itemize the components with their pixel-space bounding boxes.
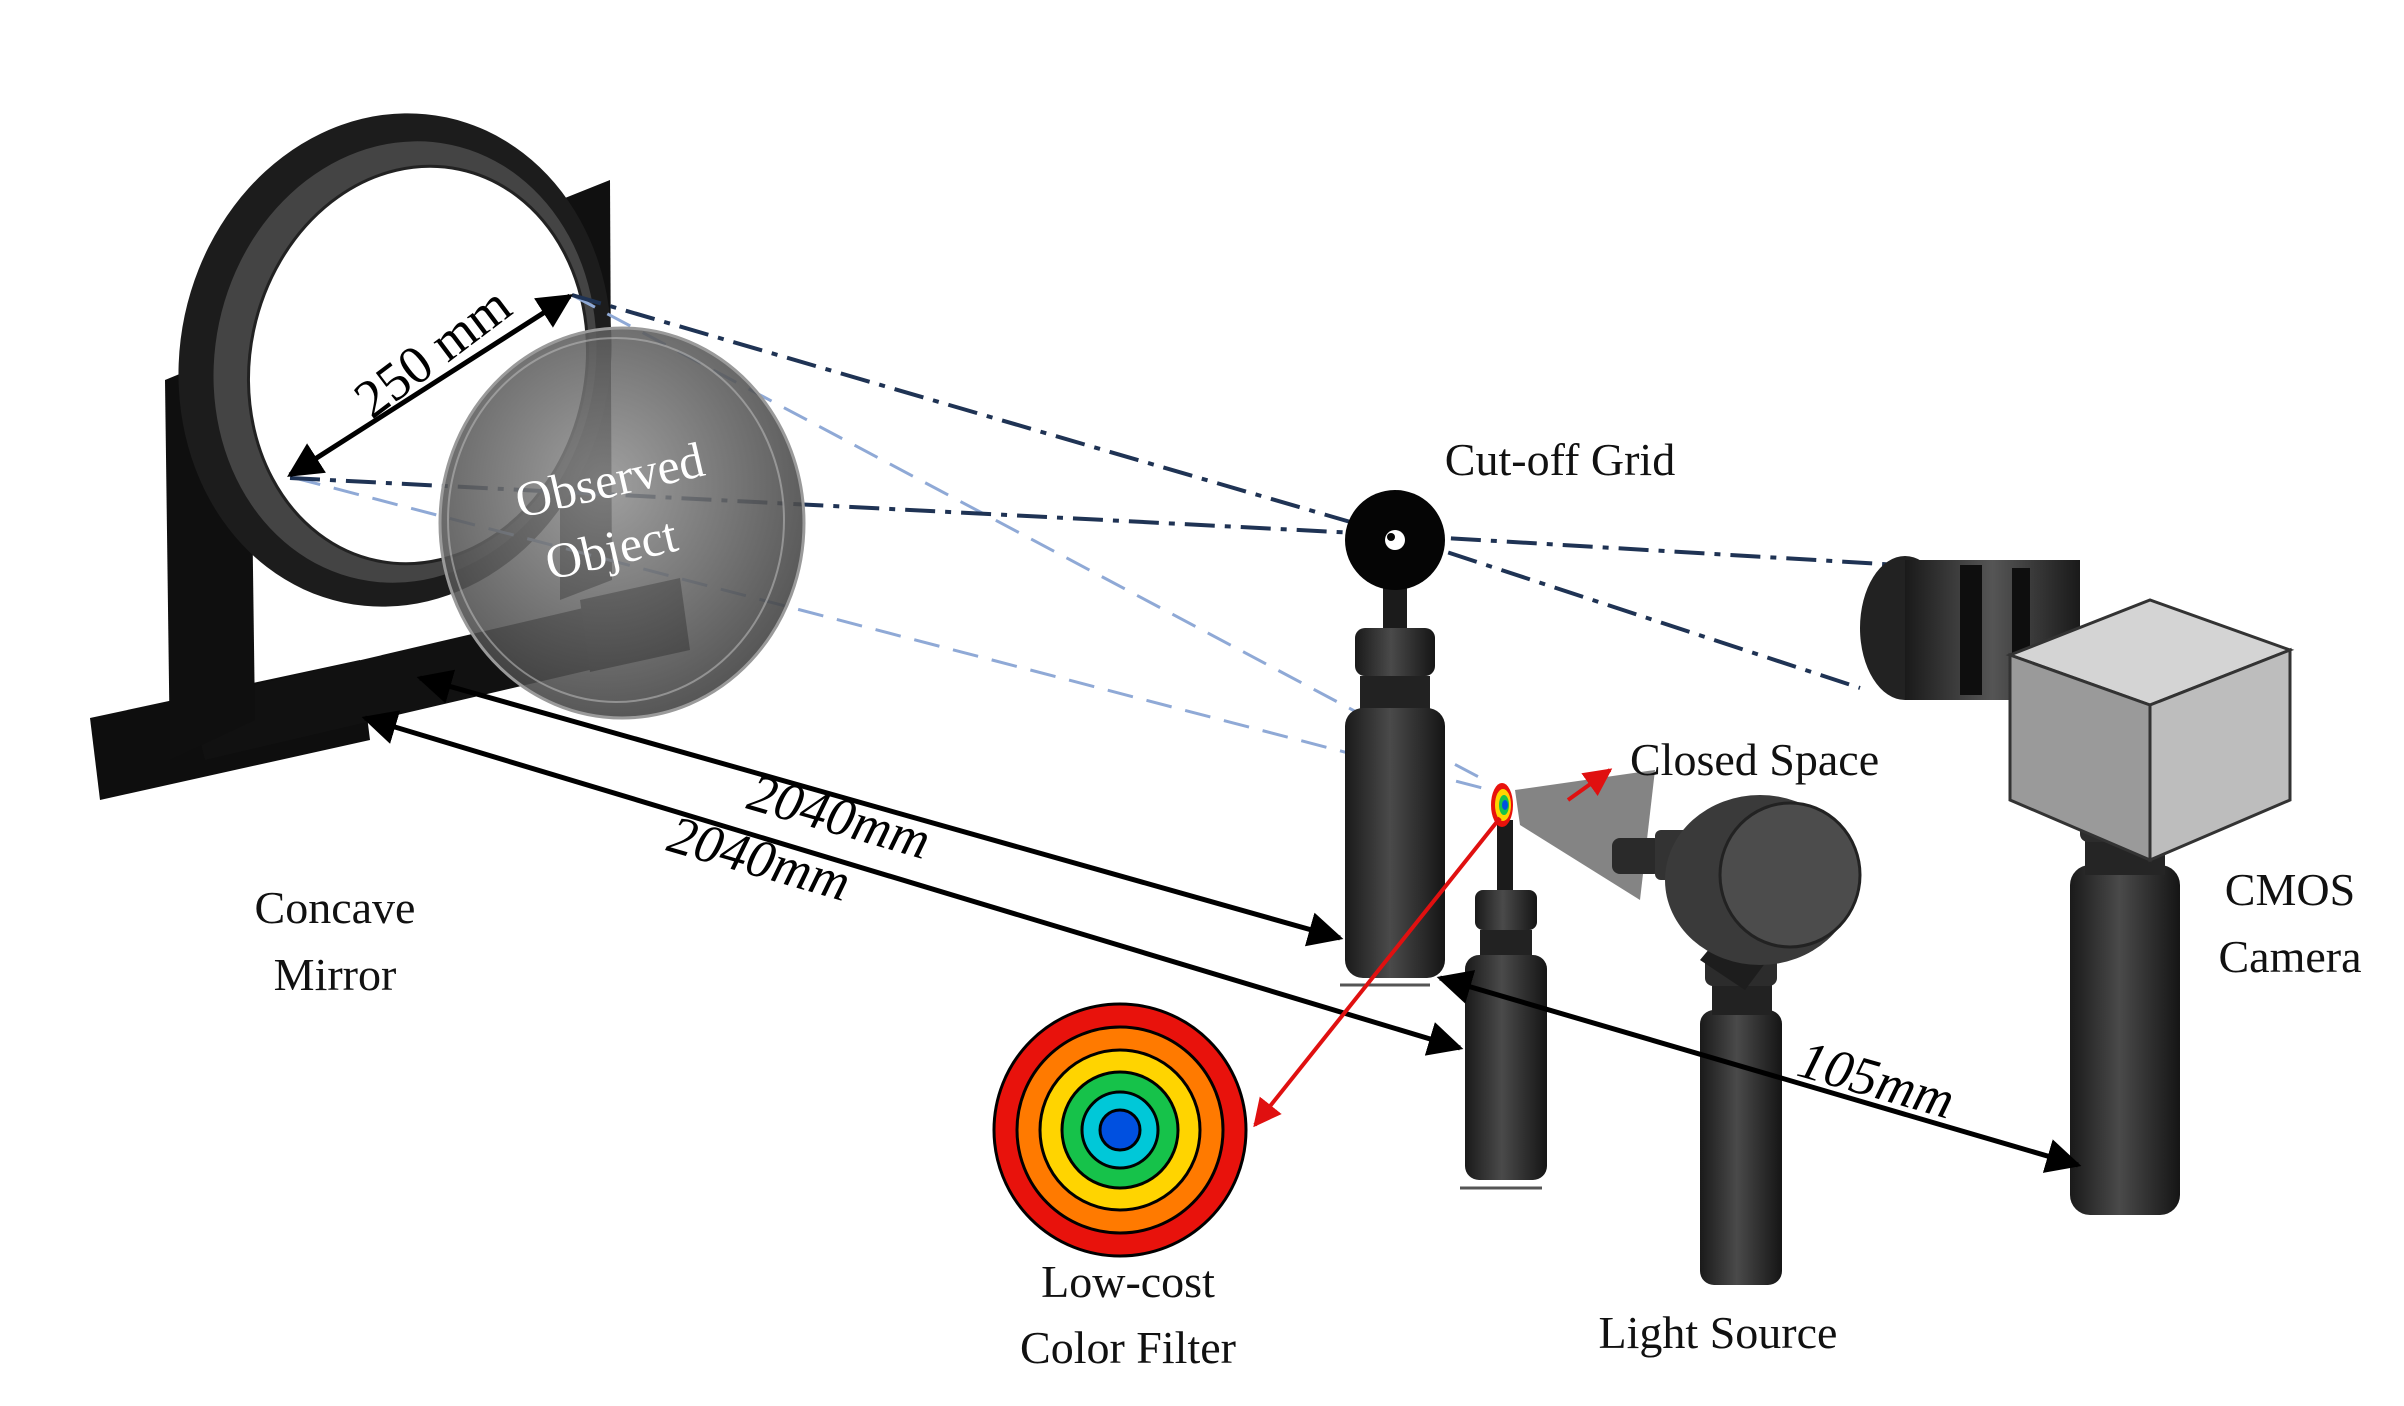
mirror-diameter-arrow — [287, 293, 573, 478]
cmos-camera-label-line2: Camera — [2218, 931, 2361, 982]
light-source-nozzle — [1612, 838, 1662, 874]
light-source-label: Light Source — [1599, 1307, 1838, 1358]
filter-ring-blue — [1098, 1108, 1142, 1152]
cutoff-grid-pole-collar — [1360, 676, 1430, 711]
cutoff-grid-pole-cap — [1355, 628, 1435, 676]
camera-distance-label: 105mm — [1792, 1029, 1961, 1131]
filter-holder-stem — [1497, 820, 1513, 890]
concave-mirror-label-line2: Mirror — [274, 949, 397, 1000]
camera-pole — [2070, 865, 2180, 1215]
mounted-color-filter — [1491, 783, 1513, 827]
cutoff-grid-assembly — [1340, 490, 1445, 987]
closed-space-label: Closed Space — [1630, 734, 1879, 785]
cutoff-grid-dot — [1387, 533, 1395, 541]
observed-object: Observed Object — [438, 326, 806, 720]
camera-lens-ring-1 — [1960, 565, 1982, 695]
dark-beam-top-1 — [571, 293, 1396, 537]
cutoff-grid-label: Cut-off Grid — [1445, 434, 1675, 485]
cmos-camera — [1860, 556, 2295, 1215]
cutoff-grid-hole — [1385, 530, 1405, 550]
color-filter-label-line1: Low-cost — [1041, 1256, 1215, 1307]
dark-beam-top-2 — [1394, 533, 1951, 570]
cmos-camera-label-line1: CMOS — [2225, 864, 2355, 915]
camera-distance-arrow — [1436, 970, 2082, 1173]
filter-holder-cap — [1475, 890, 1537, 930]
color-filter-label-line2: Color Filter — [1020, 1322, 1236, 1373]
dark-beam-bottom-2 — [1394, 533, 1861, 690]
light-source-pole — [1700, 1010, 1782, 1285]
light-source-face — [1718, 801, 1862, 949]
concave-mirror-label-line1: Concave — [255, 882, 416, 933]
mounted-filter-ring-4 — [1502, 800, 1508, 810]
camera-body-side — [2148, 647, 2292, 863]
cutoff-grid-pole — [1345, 708, 1445, 978]
closed-space-pointer — [1566, 768, 1613, 802]
color-filter-pointer — [1253, 816, 1502, 1128]
color-filter-enlarged — [992, 1002, 1248, 1258]
distance-arrow-lower — [361, 710, 1464, 1056]
